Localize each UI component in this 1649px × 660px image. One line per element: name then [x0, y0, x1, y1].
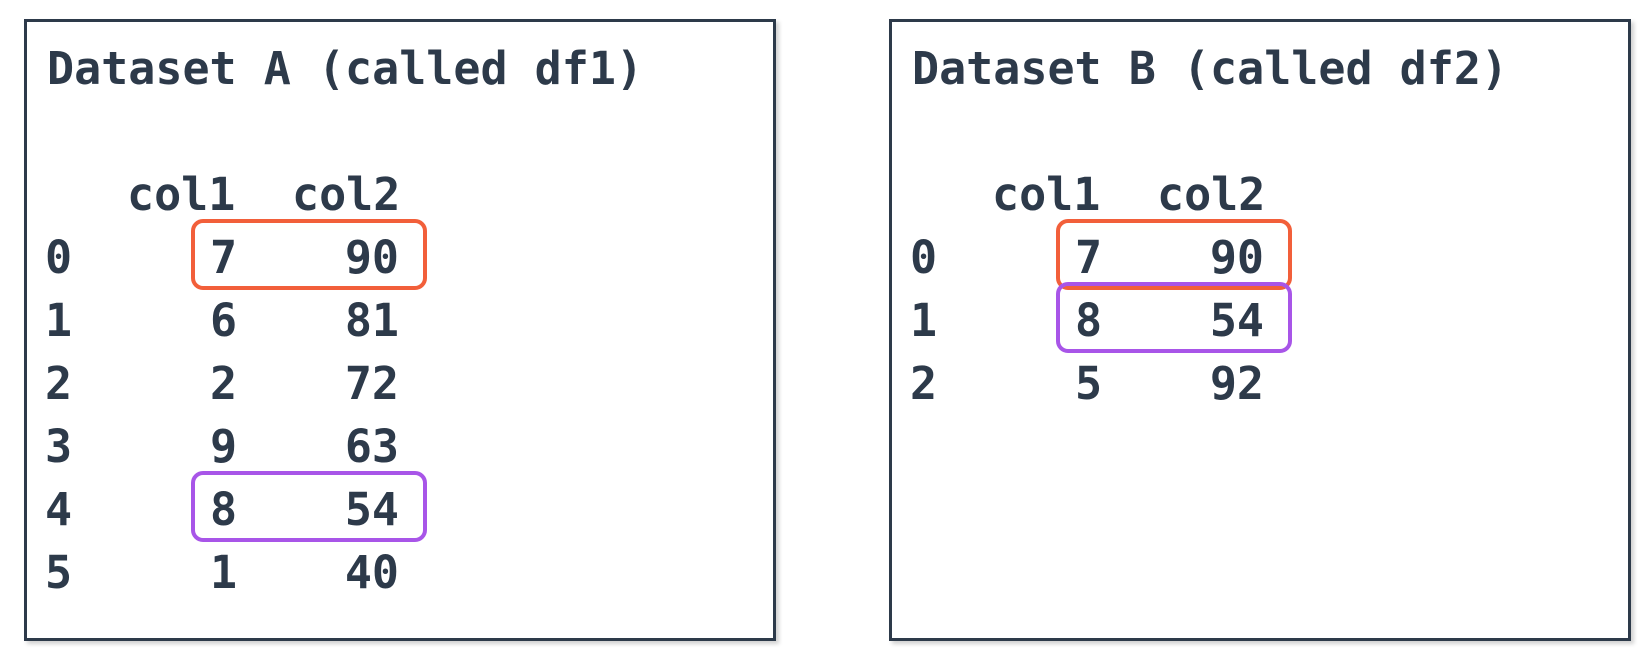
cell-col1: 6 — [210, 294, 238, 347]
cell-col2: 90 — [1209, 231, 1264, 284]
row-highlight-orange — [1056, 219, 1292, 290]
row-highlight-purple — [191, 471, 427, 542]
cell-col2: 92 — [1209, 357, 1264, 410]
cell-col1: 2 — [210, 357, 238, 410]
row-index: 1 — [45, 294, 73, 347]
cell-col2: 90 — [344, 231, 399, 284]
cell-col2: 40 — [344, 546, 399, 599]
cell-col2: 72 — [344, 357, 399, 410]
cell-col1: 1 — [210, 546, 238, 599]
cell-col1: 8 — [210, 483, 238, 536]
row-index: 1 — [910, 294, 938, 347]
row-index: 4 — [45, 483, 73, 536]
dataset-b-title: Dataset B (called df2) — [912, 42, 1509, 95]
row-index: 2 — [45, 357, 73, 410]
cell-col2: 63 — [344, 420, 399, 473]
row-index: 3 — [45, 420, 73, 473]
row-index: 0 — [910, 231, 938, 284]
row-index: 5 — [45, 546, 73, 599]
dataset-a-title: Dataset A (called df1) — [47, 42, 644, 95]
row-index: 2 — [910, 357, 938, 410]
column-header: col2 — [292, 168, 401, 221]
cell-col1: 5 — [1075, 357, 1103, 410]
row-highlight-purple — [1056, 282, 1292, 353]
cell-col1: 9 — [210, 420, 238, 473]
cell-col2: 54 — [1209, 294, 1264, 347]
column-header: col1 — [992, 168, 1101, 221]
row-highlight-orange — [191, 219, 427, 290]
column-header: col1 — [127, 168, 236, 221]
row-index: 0 — [45, 231, 73, 284]
dataset-b-panel: Dataset B (called df2) col1 col2 0 7 90 1 8 54 2… — [889, 19, 1631, 641]
cell-col1: 7 — [1075, 231, 1103, 284]
cell-col2: 54 — [344, 483, 399, 536]
cell-col1: 7 — [210, 231, 238, 284]
cell-col1: 8 — [1075, 294, 1103, 347]
cell-col2: 81 — [344, 294, 399, 347]
column-header: col2 — [1157, 168, 1266, 221]
